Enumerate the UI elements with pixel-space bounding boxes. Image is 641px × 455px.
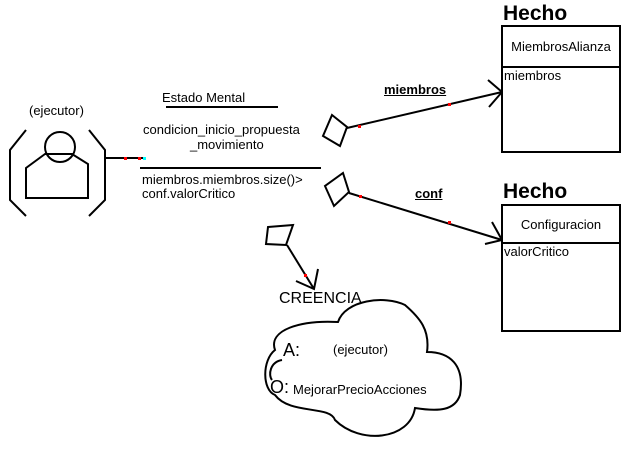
- mental-state-title: Estado Mental: [162, 90, 246, 105]
- actor-right-bracket: [88, 129, 106, 217]
- relation-marker: [304, 274, 307, 277]
- arrow-head-icon: [295, 268, 319, 291]
- connector-marker: [143, 157, 146, 160]
- fact-class-miembros-alianza[interactable]: MiembrosAlianza miembros: [501, 25, 621, 153]
- connector-marker: [138, 157, 141, 160]
- relation-label-conf: conf: [415, 186, 443, 201]
- actor-body: [25, 153, 89, 199]
- cloud-inner-arc: [269, 359, 283, 381]
- actor-left-bracket: [9, 129, 27, 217]
- relation-line-miembros[interactable]: [346, 91, 503, 129]
- belief-title: CREENCIA: [279, 290, 362, 307]
- relation-line-creencia[interactable]: [286, 244, 315, 290]
- actor-icon[interactable]: [9, 129, 106, 217]
- belief-agent-value: (ejecutor): [333, 342, 388, 357]
- actor-head: [44, 131, 76, 163]
- relation-marker: [358, 125, 361, 128]
- aggregation-diamond-icon[interactable]: [323, 171, 351, 208]
- relation-marker: [448, 221, 451, 224]
- relation-marker: [448, 103, 451, 106]
- belief-agent-prefix: A:: [283, 340, 301, 360]
- fact-class-configuracion[interactable]: Configuracion valorCritico: [501, 204, 621, 332]
- mental-state-condition-line2: conf.valorCritico: [142, 186, 236, 201]
- arrow-head-icon: [484, 221, 504, 245]
- relation-line-conf[interactable]: [348, 192, 503, 241]
- mental-state-name-line2: _movimiento: [190, 137, 264, 152]
- belief-objective-value: MejorarPrecioAcciones: [293, 382, 427, 397]
- fact-class-name: MiembrosAlianza: [511, 39, 611, 54]
- mental-state-name-line1: condicion_inicio_propuesta: [143, 122, 300, 137]
- fact-attribute: valorCritico: [504, 244, 570, 259]
- actor-label: (ejecutor): [29, 103, 84, 118]
- relation-label-miembros: miembros: [384, 82, 447, 97]
- relation-marker: [359, 195, 362, 198]
- mental-state-condition-line1: miembros.miembros.size()>: [142, 172, 303, 187]
- aggregation-diamond-icon[interactable]: [321, 113, 349, 148]
- fact-stereotype: Hecho: [503, 2, 568, 25]
- belief-objective-prefix: O:: [270, 377, 290, 397]
- connector-marker: [124, 157, 127, 160]
- fact-attribute: miembros: [504, 68, 562, 83]
- aggregation-diamond-icon[interactable]: [264, 223, 295, 247]
- belief-cloud[interactable]: [264, 299, 462, 437]
- fact-class-name: Configuracion: [520, 216, 602, 232]
- fact-stereotype: Hecho: [503, 180, 568, 203]
